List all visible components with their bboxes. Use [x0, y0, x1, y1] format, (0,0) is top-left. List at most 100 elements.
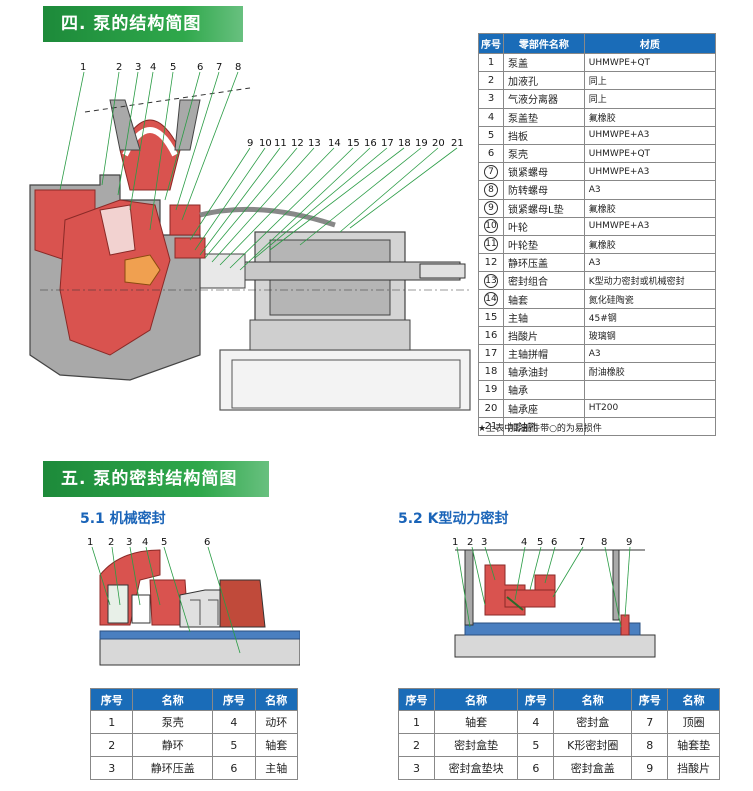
k-seal-header: 名称 — [667, 688, 720, 711]
k-seal-cell: 密封盒盖 — [553, 756, 633, 780]
circled-number: 14 — [484, 292, 498, 307]
parts-cell-name: 气液分离器 — [503, 89, 585, 109]
parts-cell-no: 18 — [478, 362, 504, 382]
structure-label: 20 — [432, 138, 445, 149]
parts-cell-no: 10 — [478, 216, 504, 236]
parts-cell-no: 3 — [478, 89, 504, 109]
mech-seal-cell: 3 — [89, 756, 134, 780]
parts-cell-no: 12 — [478, 253, 504, 273]
mech-seal-cell: 5 — [212, 733, 256, 757]
parts-cell-material: UHMWPE+A3 — [583, 216, 717, 236]
section-title-structure: 四. 泵的结构简图 — [43, 6, 243, 42]
parts-cell-no: 6 — [478, 143, 504, 164]
subtitle-k-seal: 5.2 K型动力密封 — [398, 511, 509, 527]
parts-cell-name: 挡板 — [503, 125, 585, 145]
mech-seal-label: 1 — [87, 537, 93, 548]
parts-cell-no: 15 — [478, 307, 504, 327]
mech-seal-cell: 泵壳 — [132, 710, 214, 734]
parts-cell-name: 轴承 — [503, 380, 585, 400]
parts-cell-name: 锁紧螺母 — [503, 162, 585, 182]
k-seal-cell: 密封盒 — [553, 710, 633, 734]
parts-cell-no: 7 — [478, 162, 504, 182]
k-seal-cell: 8 — [631, 733, 669, 757]
parts-cell-name: 叶轮垫 — [503, 234, 585, 255]
mech-seal-cell: 静环 — [132, 733, 214, 757]
parts-cell-material: 氮化硅陶瓷 — [583, 289, 717, 309]
k-seal-cell: K形密封圈 — [553, 733, 633, 757]
parts-cell-material: A3 — [583, 343, 717, 364]
parts-cell-material: 氟橡胶 — [583, 234, 717, 255]
parts-cell-material: A3 — [583, 253, 717, 273]
mech-seal-label: 3 — [126, 537, 132, 548]
parts-cell-material: UHMWPE+A3 — [583, 125, 717, 145]
parts-cell-no: 17 — [478, 343, 504, 364]
mech-seal-header: 序号 — [212, 688, 256, 711]
parts-header-material: 材质 — [583, 33, 717, 54]
k-seal-cell: 顶圈 — [667, 710, 720, 734]
structure-label: 12 — [291, 138, 304, 149]
structure-label: 7 — [216, 62, 222, 73]
parts-cell-no: 8 — [478, 180, 504, 200]
parts-cell-name: 加液孔 — [503, 71, 585, 91]
k-seal-label: 3 — [481, 537, 487, 548]
k-seal-cell: 9 — [631, 756, 669, 780]
mech-seal-header: 名称 — [254, 688, 299, 711]
parts-row: 14 轴套氮化硅陶瓷 — [478, 289, 717, 309]
structure-label: 4 — [150, 62, 156, 73]
mech-seal-cell: 2 — [89, 733, 134, 757]
parts-cell-name: 泵壳 — [503, 143, 585, 164]
k-seal-label: 8 — [601, 537, 607, 548]
parts-header-no: 序号 — [478, 33, 504, 54]
parts-cell-name: 叶轮 — [503, 216, 585, 236]
k-seal-label: 4 — [521, 537, 527, 548]
k-seal-cell: 挡酸片 — [667, 756, 720, 780]
structure-label: 15 — [347, 138, 360, 149]
structure-label: 21 — [451, 138, 464, 149]
parts-cell-material: 45#钢 — [583, 307, 717, 327]
parts-cell-no: 19 — [478, 380, 504, 400]
k-seal-label: 6 — [551, 537, 557, 548]
mech-seal-header: 序号 — [89, 688, 134, 711]
mech-seal-cell: 主轴 — [254, 756, 299, 780]
k-seal-label: 9 — [626, 537, 632, 548]
parts-cell-name: 轴承座 — [503, 398, 585, 418]
parts-cell-no: 11 — [478, 234, 504, 255]
structure-label: 9 — [247, 138, 253, 149]
k-seal-label: 7 — [579, 537, 585, 548]
parts-cell-name: 挡酸片 — [503, 325, 585, 346]
parts-cell-name: 轴套 — [503, 289, 585, 309]
k-seal-cell: 2 — [398, 733, 435, 757]
mech-seal-label-group: 1 2 3 4 5 6 — [87, 537, 210, 548]
k-seal-header: 序号 — [517, 688, 555, 711]
parts-cell-no: 20 — [478, 398, 504, 418]
k-seal-cell: 轴套垫 — [667, 733, 720, 757]
mech-seal-cell: 4 — [212, 710, 256, 734]
structure-label: 13 — [308, 138, 321, 149]
circled-number: 9 — [484, 201, 498, 216]
k-seal-cell: 4 — [517, 710, 555, 734]
k-seal-header: 名称 — [433, 688, 519, 711]
structure-label: 5 — [170, 62, 176, 73]
parts-cell-material: 同上 — [583, 89, 717, 109]
parts-cell-material: 氟橡胶 — [583, 198, 717, 218]
k-seal-label: 2 — [467, 537, 473, 548]
k-seal-header: 序号 — [398, 688, 435, 711]
